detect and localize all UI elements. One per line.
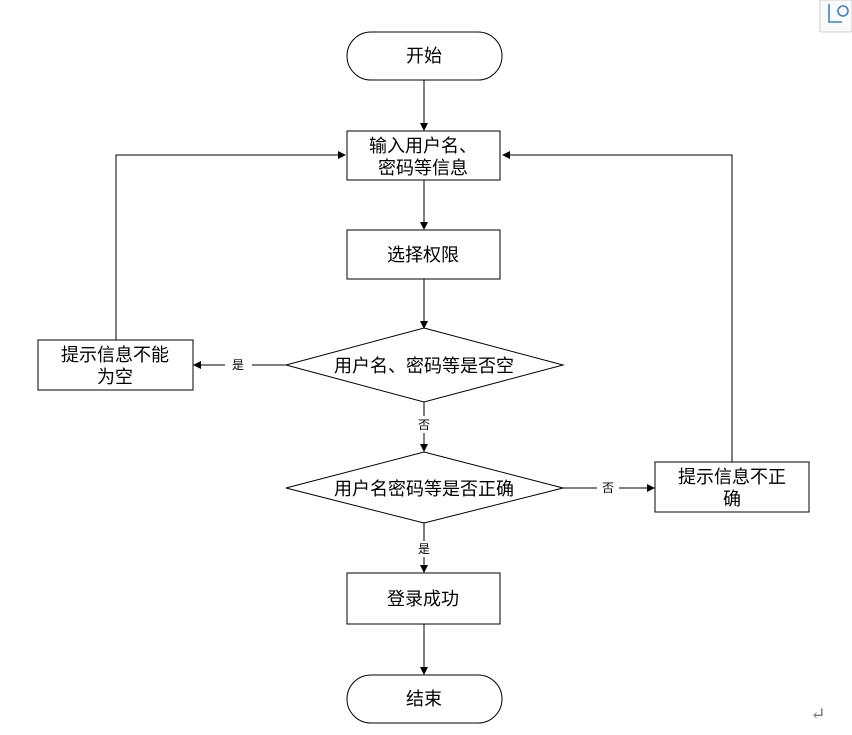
check-empty-decision: 用户名、密码等是否空 <box>284 327 565 403</box>
wrong-tip-label-line2: 确 <box>723 489 741 510</box>
search-icon[interactable] <box>819 0 852 33</box>
input-label-line1: 输入用户名、 <box>369 136 477 157</box>
wrong-tip-label-line1: 提示信息不正 <box>678 467 786 488</box>
wrong-tip-node: 提示信息不正 确 <box>654 461 810 513</box>
input-node: 输入用户名、 密码等信息 <box>346 130 501 181</box>
start-node: 开始 <box>346 31 503 81</box>
edge-label-empty-yes: 是 <box>232 358 244 372</box>
edge-label-correct-yes: 是 <box>418 542 430 556</box>
check-correct-decision: 用户名密码等是否正确 <box>285 451 564 524</box>
start-label: 开始 <box>406 46 442 67</box>
permission-label: 选择权限 <box>387 245 459 266</box>
check-correct-label: 用户名密码等是否正确 <box>334 479 514 500</box>
end-label: 结束 <box>406 689 442 710</box>
empty-tip-label-line2: 为空 <box>97 367 133 388</box>
edge-label-correct-no: 否 <box>602 481 614 495</box>
edge-label-empty-no: 否 <box>418 418 430 432</box>
permission-node: 选择权限 <box>346 229 501 280</box>
empty-tip-label-line1: 提示信息不能 <box>61 345 169 366</box>
edge-wrong-tip-to-input <box>502 151 733 462</box>
success-label: 登录成功 <box>387 589 459 610</box>
empty-tip-node: 提示信息不能 为空 <box>37 339 194 391</box>
end-node: 结束 <box>346 674 503 724</box>
input-label-line2: 密码等信息 <box>378 158 468 179</box>
check-empty-label: 用户名、密码等是否空 <box>334 356 514 377</box>
edge-empty-tip-to-input <box>115 151 346 340</box>
success-node: 登录成功 <box>346 572 501 625</box>
paragraph-mark: ↵ <box>810 704 825 725</box>
